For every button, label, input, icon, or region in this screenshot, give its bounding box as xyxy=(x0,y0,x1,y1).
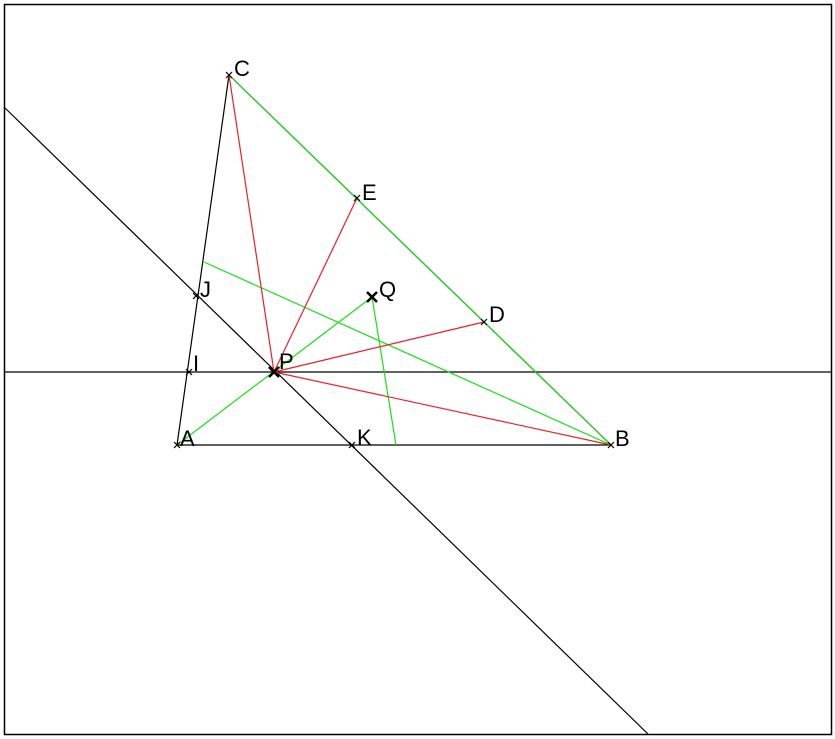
label-E: E xyxy=(362,180,377,205)
diagonal-line-JK xyxy=(3,106,649,735)
label-A: A xyxy=(180,426,195,451)
point-J-marker xyxy=(192,292,200,300)
point-P-marker xyxy=(268,366,280,378)
point-Q-marker xyxy=(366,291,378,303)
label-D: D xyxy=(489,302,505,327)
label-J: J xyxy=(200,277,211,302)
green-line-C-B xyxy=(228,74,612,446)
diagram-frame xyxy=(3,3,833,736)
point-C-marker xyxy=(225,71,233,79)
label-C: C xyxy=(234,56,250,81)
label-P: P xyxy=(279,349,294,374)
side-AC xyxy=(176,74,230,446)
red-line-P-D xyxy=(273,321,485,373)
label-Q: Q xyxy=(379,277,396,302)
red-line-P-E xyxy=(273,197,358,373)
label-I: I xyxy=(193,351,199,376)
red-line-P-C xyxy=(228,74,275,373)
red-line-P-B xyxy=(273,371,612,446)
point-B-marker xyxy=(607,441,615,449)
label-K: K xyxy=(357,425,372,450)
green-line-AC-to-B xyxy=(203,261,612,446)
point-A-marker xyxy=(173,441,181,449)
label-B: B xyxy=(615,426,630,451)
point-K-marker xyxy=(348,441,356,449)
point-I-marker xyxy=(185,368,193,376)
green-line-Q-AB xyxy=(371,296,397,446)
point-E-marker xyxy=(353,194,361,202)
point-D-marker xyxy=(480,318,488,326)
